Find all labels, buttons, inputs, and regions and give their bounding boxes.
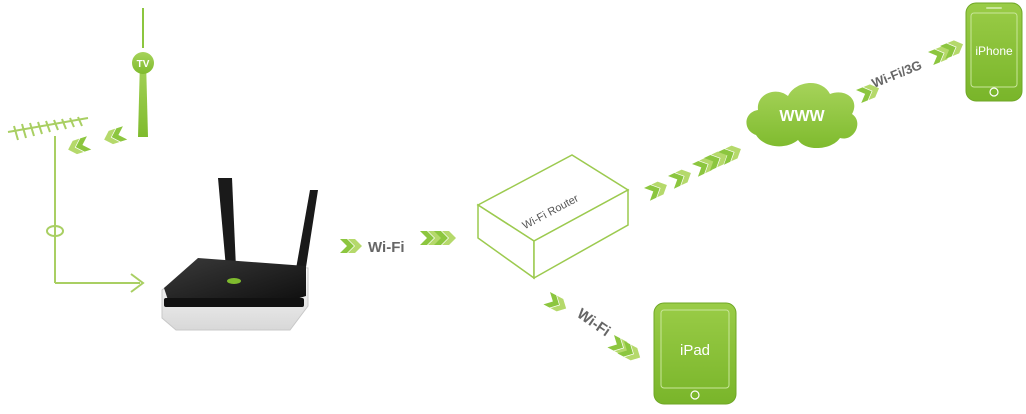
cloud-icon: WWW bbox=[746, 82, 858, 149]
iphone-label: iPhone bbox=[975, 44, 1013, 58]
tv-tower-icon: TV bbox=[132, 8, 154, 137]
www-label: WWW bbox=[779, 108, 825, 125]
antenna-icon bbox=[7, 116, 145, 293]
router-device-icon bbox=[161, 178, 318, 331]
wifi-down-link: Wi-Fi bbox=[543, 292, 644, 364]
wifi-left-link: Wi-Fi bbox=[340, 231, 456, 256]
iphone-icon: iPhone bbox=[965, 2, 1023, 102]
chevrons-router-cloud bbox=[644, 142, 744, 201]
chevrons-tower-antenna bbox=[66, 126, 128, 157]
wifi-3g-label: Wi-Fi/3G bbox=[870, 57, 924, 91]
tv-label: TV bbox=[137, 59, 150, 70]
wifi-left-label: Wi-Fi bbox=[368, 239, 405, 256]
wifi-router-box-icon bbox=[476, 154, 630, 280]
ipad-label: iPad bbox=[680, 342, 710, 359]
ipad-icon: iPad bbox=[653, 302, 737, 405]
wifi-3g-link: Wi-Fi/3G bbox=[856, 37, 966, 103]
wifi-down-label: Wi-Fi bbox=[574, 305, 614, 340]
